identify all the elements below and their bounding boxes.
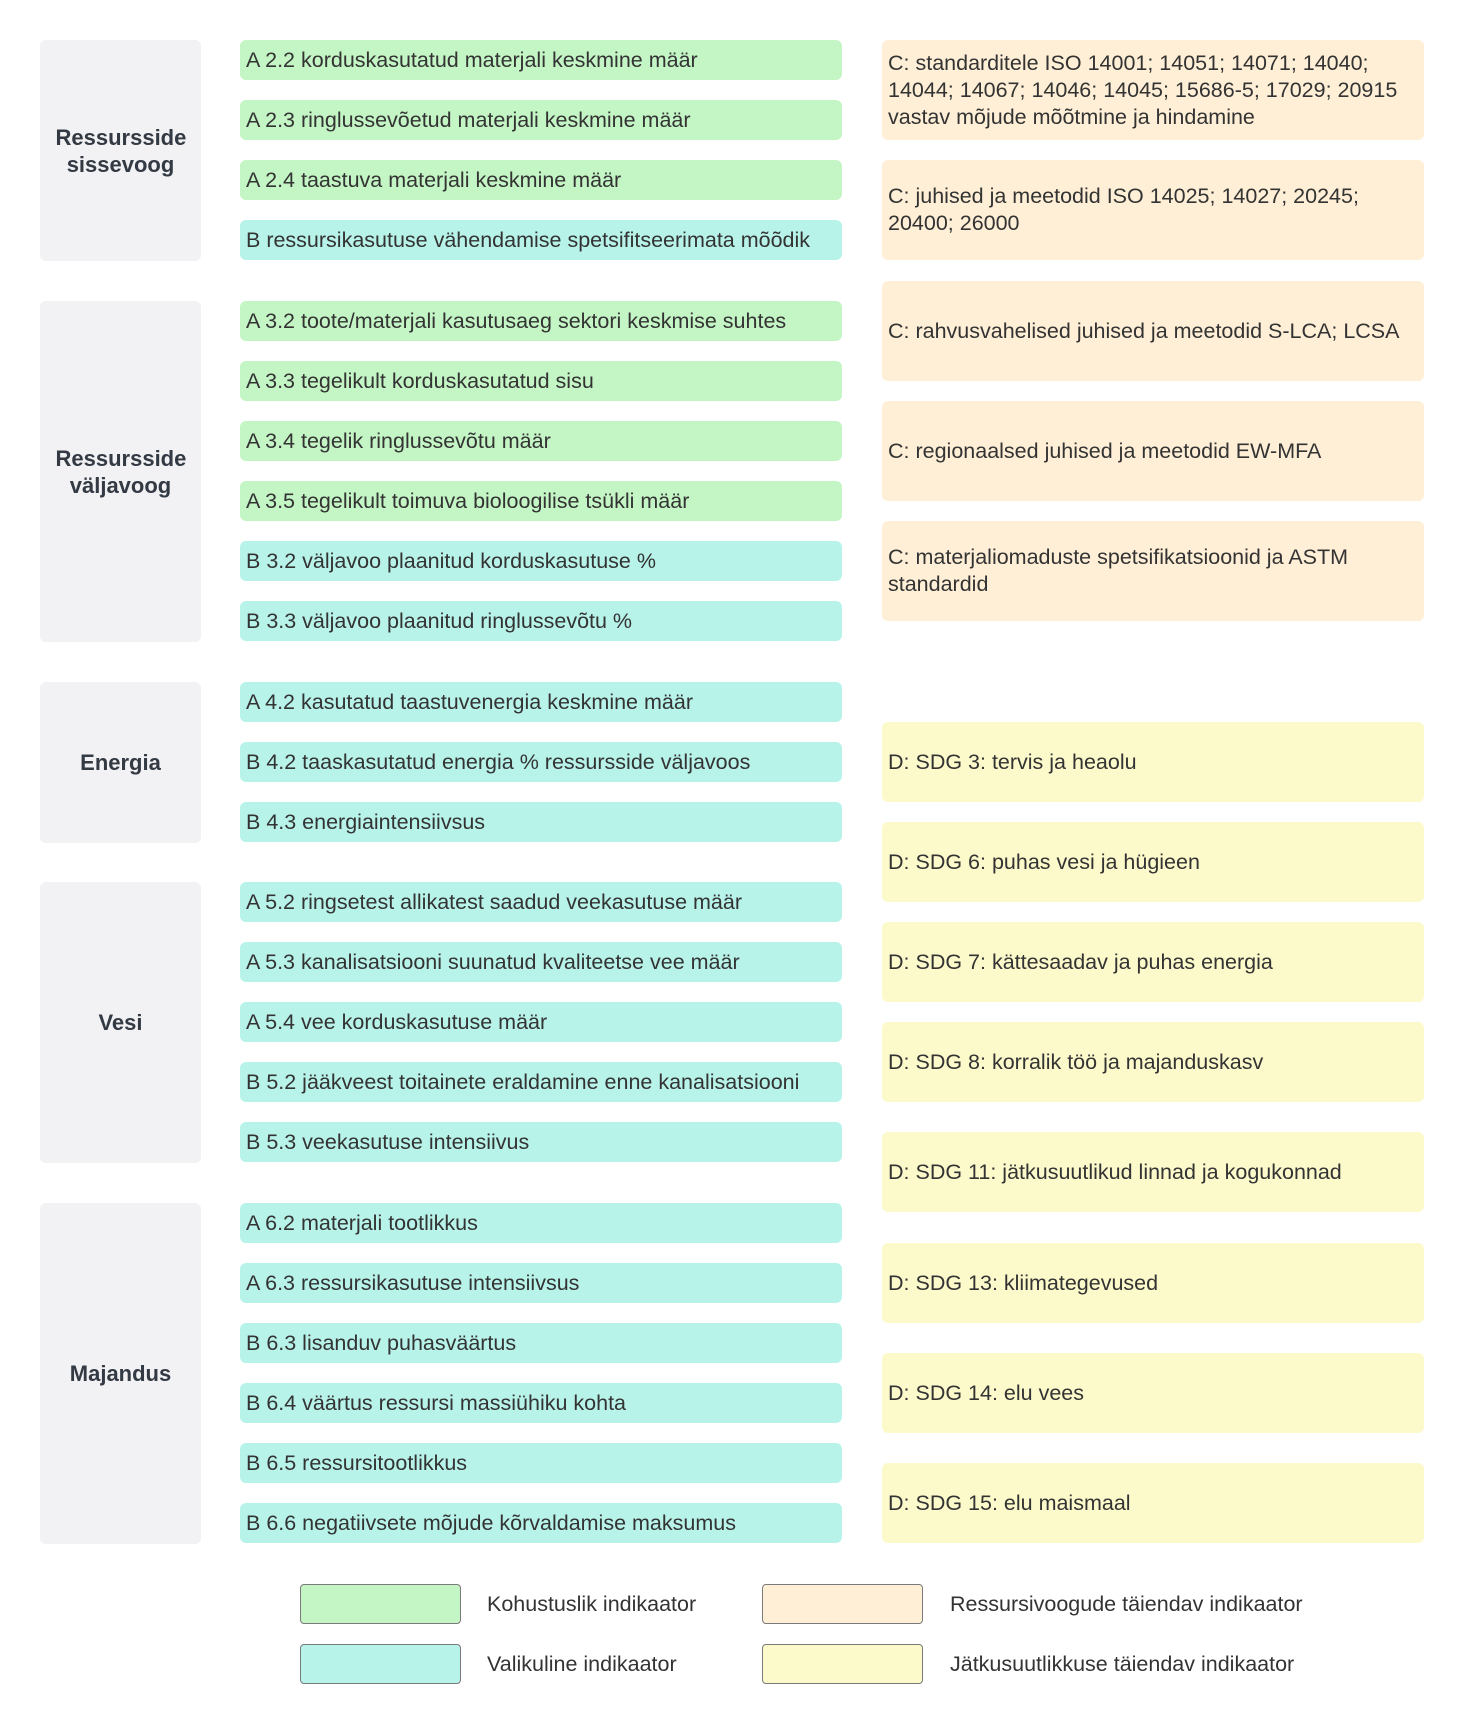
category-water: Vesi	[40, 882, 201, 1163]
indicator-b-resource: B ressursikasutuse vähendamise spetsifit…	[240, 220, 842, 260]
supplementary-label: C: rahvusvahelised juhised ja meetodid S…	[888, 318, 1400, 343]
supplementary-c-iso-guidelines: C: juhised ja meetodid ISO 14025; 14027;…	[882, 160, 1424, 260]
indicator-label: A 3.2 toote/materjali kasutusaeg sektori…	[246, 309, 787, 333]
supplementary-label: D: SDG 13: kliimategevused	[888, 1270, 1159, 1295]
indicator-a-3-2: A 3.2 toote/materjali kasutusaeg sektori…	[240, 301, 842, 341]
indicator-b-6-4: B 6.4 väärtus ressursi massiühiku kohta	[240, 1383, 842, 1423]
indicator-b-6-6: B 6.6 negatiivsete mõjude kõrvaldamise m…	[240, 1503, 842, 1543]
indicator-label: A 4.2 kasutatud taastuvenergia keskmine …	[246, 690, 693, 714]
supplementary-c-slca: C: rahvusvahelised juhised ja meetodid S…	[882, 281, 1424, 381]
supplementary-label: D: SDG 15: elu maismaal	[888, 1490, 1131, 1515]
category-resource-outflow: Ressursside väljavoog	[40, 301, 201, 642]
category-resource-inflow: Ressursside sissevoog	[40, 40, 201, 261]
indicator-a-6-2: A 6.2 materjali tootlikkus	[240, 1203, 842, 1243]
legend-label-mandatory: Kohustuslik indikaator	[487, 1592, 697, 1616]
indicator-label: A 2.3 ringlussevõetud materjali keskmine…	[246, 108, 691, 132]
indicator-a-3-4: A 3.4 tegelik ringlussevõtu määr	[240, 421, 842, 461]
indicator-label: A 3.4 tegelik ringlussevõtu määr	[246, 429, 551, 453]
indicator-label: B 6.5 ressursitootlikkus	[246, 1451, 468, 1475]
supplementary-label: C: regionaalsed juhised ja meetodid EW-M…	[888, 438, 1322, 463]
supplementary-sdg-7: D: SDG 7: kättesaadav ja puhas energia	[882, 922, 1424, 1002]
supplementary-label: C: materjaliomaduste spetsifikatsioonid …	[888, 545, 1349, 596]
indicator-label: B 5.2 jääkveest toitainete eraldamine en…	[246, 1070, 800, 1094]
indicator-label: B 6.3 lisanduv puhasväärtus	[246, 1331, 517, 1355]
category-economy: Majandus	[40, 1203, 201, 1544]
indicator-a-6-3: A 6.3 ressursikasutuse intensiivsus	[240, 1263, 842, 1303]
category-label: Ressursside sissevoog	[55, 124, 187, 177]
indicator-label: B 5.3 veekasutuse intensiivus	[246, 1130, 530, 1154]
indicator-label: A 2.4 taastuva materjali keskmine määr	[246, 168, 622, 192]
indicator-a-4-2: A 4.2 kasutatud taastuvenergia keskmine …	[240, 682, 842, 722]
legend-label-resource-flow: Ressursivoogude täiendav indikaator	[950, 1592, 1303, 1616]
supplementary-label: D: SDG 8: korralik töö ja majanduskasv	[888, 1049, 1264, 1074]
indicator-label: A 6.2 materjali tootlikkus	[246, 1211, 478, 1235]
indicator-a-3-5: A 3.5 tegelikult toimuva bioloogilise ts…	[240, 481, 842, 521]
category-label: Energia	[80, 750, 161, 775]
supplementary-label: D: SDG 3: tervis ja heaolu	[888, 749, 1137, 774]
indicator-label: A 5.3 kanalisatsiooni suunatud kvaliteet…	[246, 950, 740, 974]
supplementary-label: D: SDG 11: jätkusuutlikud linnad ja kogu…	[888, 1159, 1342, 1184]
indicator-label: A 2.2 korduskasutatud materjali keskmine…	[246, 48, 698, 72]
supplementary-label: D: SDG 7: kättesaadav ja puhas energia	[888, 949, 1273, 974]
indicator-a-5-4: A 5.4 vee korduskasutuse määr	[240, 1002, 842, 1042]
indicator-label: B 6.4 väärtus ressursi massiühiku kohta	[246, 1391, 626, 1415]
supplementary-sdg-8: D: SDG 8: korralik töö ja majanduskasv	[882, 1022, 1424, 1102]
indicator-label: A 6.3 ressursikasutuse intensiivsus	[246, 1271, 580, 1295]
indicator-b-4-2: B 4.2 taaskasutatud energia % ressurssid…	[240, 742, 842, 782]
indicator-label: B ressursikasutuse vähendamise spetsifit…	[246, 228, 811, 252]
indicator-label: A 5.4 vee korduskasutuse määr	[246, 1010, 548, 1034]
supplementary-c-astm: C: materjaliomaduste spetsifikatsioonid …	[882, 521, 1424, 621]
category-label: Vesi	[98, 1010, 143, 1035]
legend-swatch-resource-flow	[762, 1584, 923, 1624]
supplementary-sdg-13: D: SDG 13: kliimategevused	[882, 1243, 1424, 1323]
indicator-b-6-3: B 6.3 lisanduv puhasväärtus	[240, 1323, 842, 1363]
indicator-label: A 3.5 tegelikult toimuva bioloogilise ts…	[246, 489, 690, 513]
supplementary-label: D: SDG 14: elu vees	[888, 1380, 1084, 1405]
indicator-label: B 6.6 negatiivsete mõjude kõrvaldamise m…	[246, 1511, 736, 1535]
supplementary-sdg-15: D: SDG 15: elu maismaal	[882, 1463, 1424, 1543]
indicator-a-5-3: A 5.3 kanalisatsiooni suunatud kvaliteet…	[240, 942, 842, 982]
supplementary-sdg-6: D: SDG 6: puhas vesi ja hügieen	[882, 822, 1424, 902]
supplementary-sdg-11: D: SDG 11: jätkusuutlikud linnad ja kogu…	[882, 1132, 1424, 1212]
indicator-b-3-2: B 3.2 väljavoo plaanitud korduskasutuse …	[240, 541, 842, 581]
indicator-b-3-3: B 3.3 väljavoo plaanitud ringlussevõtu %	[240, 601, 842, 641]
supplementary-c-ew-mfa: C: regionaalsed juhised ja meetodid EW-M…	[882, 401, 1424, 501]
legend-swatch-optional	[300, 1644, 461, 1684]
indicator-b-5-2: B 5.2 jääkveest toitainete eraldamine en…	[240, 1062, 842, 1102]
indicator-a-2-4: A 2.4 taastuva materjali keskmine määr	[240, 160, 842, 200]
supplementary-sdg-3: D: SDG 3: tervis ja heaolu	[882, 722, 1424, 802]
category-energy: Energia	[40, 682, 201, 843]
indicator-b-4-3: B 4.3 energiaintensiivsus	[240, 802, 842, 842]
indicator-label: B 4.2 taaskasutatud energia % ressurssid…	[246, 750, 751, 774]
indicator-a-2-2: A 2.2 korduskasutatud materjali keskmine…	[240, 40, 842, 80]
indicator-b-6-5: B 6.5 ressursitootlikkus	[240, 1443, 842, 1483]
legend-label-sustainability: Jätkusuutlikkuse täiendav indikaator	[950, 1652, 1295, 1676]
legend-label-optional: Valikuline indikaator	[487, 1652, 677, 1676]
supplementary-label: C: standarditele ISO 14001; 14051; 14071…	[888, 50, 1398, 129]
supplementary-label: C: juhised ja meetodid ISO 14025; 14027;…	[888, 184, 1359, 235]
category-label: Ressursside väljavoog	[55, 445, 187, 498]
indicator-label: B 3.2 väljavoo plaanitud korduskasutuse …	[246, 549, 656, 573]
legend-swatch-sustainability	[762, 1644, 923, 1684]
indicator-label: A 3.3 tegelikult korduskasutatud sisu	[246, 369, 594, 393]
legend-swatch-mandatory	[300, 1584, 461, 1624]
indicator-label: A 5.2 ringsetest allikatest saadud veeka…	[246, 890, 742, 914]
indicator-label: B 4.3 energiaintensiivsus	[246, 810, 486, 834]
supplementary-label: D: SDG 6: puhas vesi ja hügieen	[888, 849, 1200, 874]
supplementary-sdg-14: D: SDG 14: elu vees	[882, 1353, 1424, 1433]
indicator-a-2-3: A 2.3 ringlussevõetud materjali keskmine…	[240, 100, 842, 140]
indicator-a-3-3: A 3.3 tegelikult korduskasutatud sisu	[240, 361, 842, 401]
supplementary-c-iso-standards: C: standarditele ISO 14001; 14051; 14071…	[882, 40, 1424, 140]
indicator-a-5-2: A 5.2 ringsetest allikatest saadud veeka…	[240, 882, 842, 922]
category-label: Majandus	[69, 1361, 172, 1386]
indicator-b-5-3: B 5.3 veekasutuse intensiivus	[240, 1122, 842, 1162]
indicator-label: B 3.3 väljavoo plaanitud ringlussevõtu %	[246, 609, 633, 633]
